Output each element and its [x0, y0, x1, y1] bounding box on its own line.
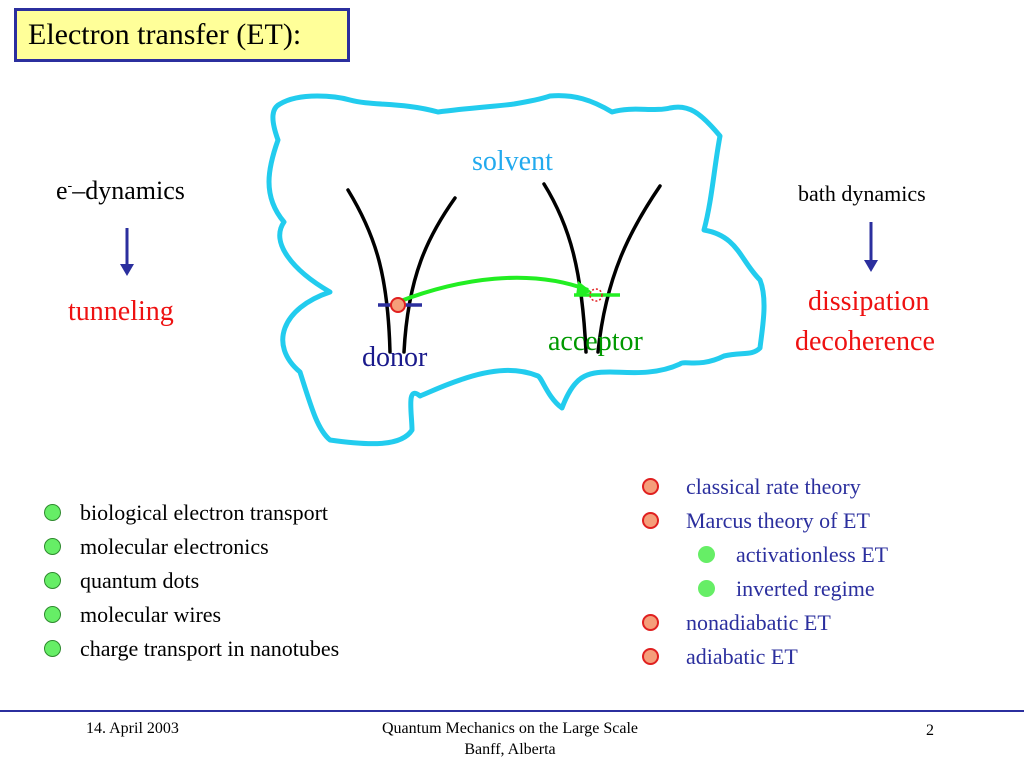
tunneling-label: tunneling [68, 296, 174, 327]
list-item: molecular wires [40, 598, 339, 632]
list-item: activationless ET [640, 538, 888, 572]
right-down-arrow-head [864, 260, 878, 272]
footer-event-line1: Quantum Mechanics on the Large Scale [381, 720, 639, 737]
list-item: nonadiabatic ET [640, 606, 888, 640]
page-number: 2 [926, 722, 934, 739]
bullet-icon [642, 614, 659, 631]
donor-label: donor [362, 342, 428, 373]
bullet-icon [44, 640, 61, 657]
acceptor-electron-ghost [589, 288, 603, 302]
footer-event-line2: Banff, Alberta [464, 741, 556, 758]
list-item: classical rate theory [640, 470, 888, 504]
electron-symbol: e [56, 176, 68, 205]
transfer-arrowhead [576, 281, 592, 296]
acceptor-label: acceptor [548, 326, 643, 357]
acceptor-potential-well [542, 182, 662, 354]
footer-divider [0, 710, 1024, 712]
bath-dynamics-label: bath dynamics [798, 181, 926, 206]
electron-dynamics-label: e-–dynamics [56, 176, 185, 206]
solvent-boundary [266, 93, 767, 447]
dissipation-label: dissipation [808, 286, 930, 317]
bullet-icon [44, 504, 61, 521]
left-down-arrow-head [120, 264, 134, 276]
list-item: biological electron transport [40, 496, 339, 530]
bullet-icon [698, 546, 715, 563]
topics-list: classical rate theory Marcus theory of E… [640, 470, 888, 674]
list-item: molecular electronics [40, 530, 339, 564]
decoherence-label: decoherence [795, 326, 935, 357]
list-item: charge transport in nanotubes [40, 632, 339, 666]
bullet-icon [642, 512, 659, 529]
bullet-icon [44, 538, 61, 555]
slide-title: Electron transfer (ET): [14, 8, 350, 62]
bullet-icon [642, 648, 659, 665]
transfer-arrow [397, 275, 589, 304]
bullet-icon [44, 606, 61, 623]
dynamics-text: –dynamics [72, 176, 185, 205]
solvent-label: solvent [472, 146, 553, 177]
bullet-icon [44, 572, 61, 589]
list-item: Marcus theory of ET [640, 504, 888, 538]
donor-electron [390, 297, 406, 313]
list-item: adiabatic ET [640, 640, 888, 674]
electron-charge: - [67, 178, 73, 194]
footer-date: 14. April 2003 [86, 720, 179, 737]
bullet-icon [642, 478, 659, 495]
bullet-icon [698, 580, 715, 597]
applications-list: biological electron transport molecular … [40, 496, 339, 666]
donor-potential-well [346, 188, 457, 354]
list-item: inverted regime [640, 572, 888, 606]
list-item: quantum dots [40, 564, 339, 598]
